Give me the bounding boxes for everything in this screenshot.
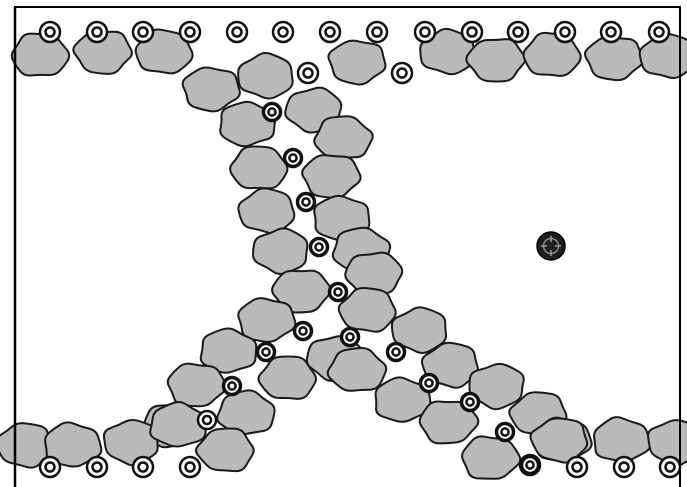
ring-icon [180, 457, 200, 477]
ring-icon [508, 22, 528, 42]
ring-icon [295, 323, 311, 339]
ring-icon [87, 457, 107, 477]
ring-icon [87, 22, 107, 42]
ring-icon [330, 284, 346, 300]
ring-icon [462, 22, 482, 42]
ring-icon [40, 457, 60, 477]
ring-icon [264, 104, 280, 120]
ring-icon [133, 457, 153, 477]
ring-icon [555, 22, 575, 42]
crosshair-target-icon[interactable] [537, 232, 565, 260]
ring-icon [462, 394, 478, 410]
ring-icon [601, 22, 621, 42]
ring-icon [522, 457, 538, 473]
ring-icon [285, 150, 301, 166]
ring-icon [40, 22, 60, 42]
ring-icon [342, 329, 358, 345]
ring-icon [660, 457, 680, 477]
ring-icon [258, 344, 274, 360]
ring-icon [567, 457, 587, 477]
ring-icon [224, 378, 240, 394]
ring-icon [415, 22, 435, 42]
ring-icon [421, 375, 437, 391]
ring-icon [298, 63, 318, 83]
ring-icon [227, 22, 247, 42]
ring-icon [388, 344, 404, 360]
ring-icon [198, 411, 216, 429]
ring-icon [180, 22, 200, 42]
ring-icon [649, 22, 669, 42]
ring-icon [614, 457, 634, 477]
ring-icon [133, 22, 153, 42]
ring-icon [320, 22, 340, 42]
ring-icon [311, 239, 327, 255]
ring-icon [273, 22, 293, 42]
ring-icon [392, 63, 412, 83]
ring-icon [497, 424, 513, 440]
ring-icon [367, 22, 387, 42]
ring-icon [298, 194, 314, 210]
